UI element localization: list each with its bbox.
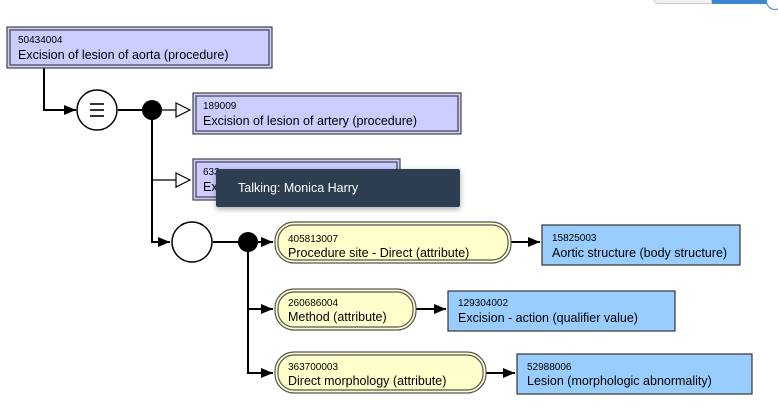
parent-concept-box <box>192 92 462 135</box>
user-tooltip: Talking: Monica Harry <box>216 169 460 207</box>
equivalent-definition-icon <box>76 89 118 131</box>
top-toolbar <box>654 0 770 4</box>
parent-concept-node[interactable]: 189009 Excision of lesion of artery (pro… <box>192 92 462 135</box>
attribute-value-box <box>541 224 741 266</box>
attribute-value-node[interactable]: 52988006 Lesion (morphologic abnormality… <box>516 353 753 395</box>
toolbar-primary-button[interactable] <box>712 0 770 4</box>
attribute-value-node[interactable]: 129304002 Excision - action (qualifier v… <box>447 290 676 332</box>
focus-to-operator-connector <box>43 68 76 115</box>
attribute-value-code: 15825003 <box>552 233 597 244</box>
parent-concept-term: Excision of lesion of artery (procedure) <box>203 114 417 128</box>
connectors <box>43 68 540 378</box>
attribute-value-term: Excision - action (qualifier value) <box>458 311 638 325</box>
attribute-term: Direct morphology (attribute) <box>288 374 446 388</box>
conjunction-dot <box>142 100 162 120</box>
attribute-group-circle <box>171 221 213 263</box>
attribute-group-conjunction-dot <box>238 232 258 252</box>
attribute-box <box>274 351 487 394</box>
attribute-box <box>274 221 512 264</box>
conjunction-trunk-connector <box>151 120 170 247</box>
attribute-term: Procedure site - Direct (attribute) <box>288 246 469 260</box>
attribute-code: 405813007 <box>288 234 338 245</box>
attribute-value-term: Aortic structure (body structure) <box>552 246 727 260</box>
attribute-code: 363700003 <box>288 362 338 373</box>
attribute-node[interactable]: 363700003 Direct morphology (attribute) <box>274 351 487 394</box>
attribute-box <box>274 288 417 331</box>
attribute-node[interactable]: 405813007 Procedure site - Direct (attri… <box>274 221 512 264</box>
focus-concept-code: 50434004 <box>18 35 63 46</box>
attribute-value-code: 129304002 <box>458 298 508 309</box>
attribute-value-term: Lesion (morphologic abnormality) <box>527 374 712 388</box>
parent-concept-term: Ex <box>203 180 218 194</box>
attribute-term: Method (attribute) <box>288 310 387 324</box>
parent-concept-code: 189009 <box>203 101 237 112</box>
attribute-code: 260686004 <box>288 298 338 309</box>
focus-concept-term: Excision of lesion of aorta (procedure) <box>18 48 229 62</box>
parent-concept-code: 633 <box>203 167 220 178</box>
toolbar-round-button[interactable] <box>766 0 778 10</box>
toolbar-button[interactable] <box>654 0 712 4</box>
focus-concept-node[interactable]: 50434004 Excision of lesion of aorta (pr… <box>6 26 273 69</box>
focus-concept-box <box>6 26 273 69</box>
attribute-value-code: 52988006 <box>527 362 572 373</box>
group-trunk-connector <box>247 252 273 378</box>
attribute-node[interactable]: 260686004 Method (attribute) <box>274 288 417 331</box>
attribute-value-node[interactable]: 15825003 Aortic structure (body structur… <box>541 224 741 266</box>
attribute-value-box <box>516 353 753 395</box>
attribute-value-box <box>447 290 676 332</box>
